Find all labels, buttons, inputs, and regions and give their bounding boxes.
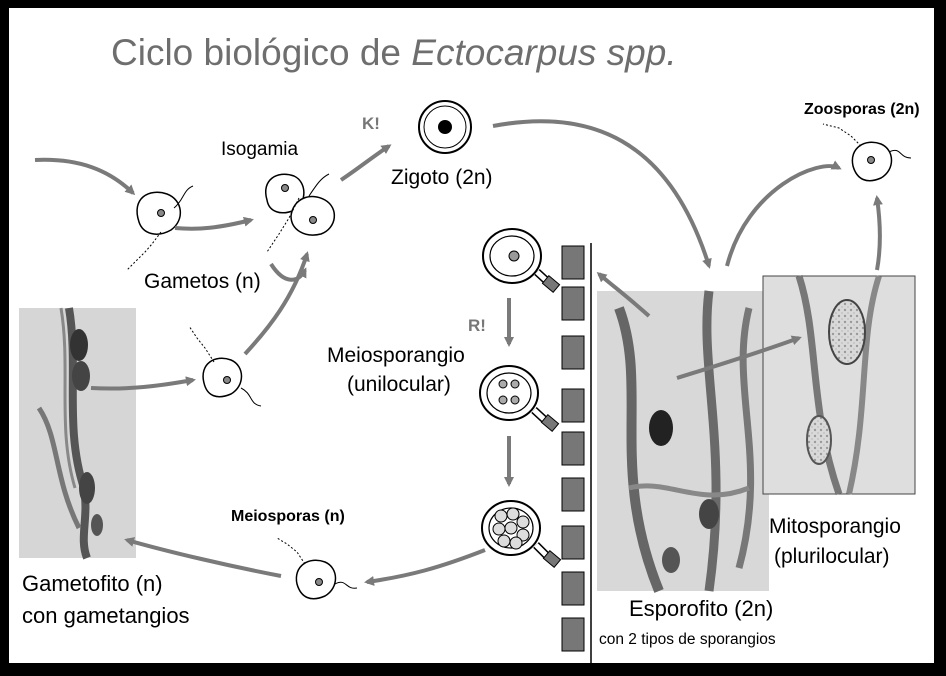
label-gametofito-line2: con gametangios xyxy=(22,605,190,627)
gamete-cell-lower xyxy=(189,326,261,406)
arrow-mitosporangium-to-zoospore xyxy=(877,198,880,270)
label-meiosporas: Meiosporas (n) xyxy=(231,509,345,525)
zygote-cell xyxy=(419,101,471,153)
label-r: R! xyxy=(468,317,486,334)
label-isogamia: Isogamia xyxy=(221,140,298,159)
arrow-gamete-to-isogamy xyxy=(175,220,251,229)
arrow-into-gamete xyxy=(35,160,133,193)
meiospore-cell xyxy=(277,538,357,599)
title-species: Ectocarpus spp. xyxy=(411,32,676,73)
label-esporofito-sub: con 2 tipos de sporangios xyxy=(599,632,776,648)
unilocular-sporangium-mature xyxy=(482,501,561,567)
label-mitosporangio-line1: Mitosporangio xyxy=(769,516,901,537)
arrow-sporangium-to-meiospore xyxy=(367,550,485,582)
arrow-sporophyte-to-zoospore xyxy=(727,166,839,266)
label-esporofito: Esporofito (2n) xyxy=(629,598,773,620)
diagram-title: Ciclo biológico de Ectocarpus spp. xyxy=(111,32,677,74)
unilocular-sporangium-dividing xyxy=(480,366,559,431)
mitosporangium-photo xyxy=(763,276,915,494)
label-meiosporangio-line2: (unilocular) xyxy=(347,374,451,395)
gametophyte-photo xyxy=(19,308,136,558)
sporophyte-photo xyxy=(597,291,769,591)
gamete-pair-fusing xyxy=(266,174,335,252)
zoospore-cell xyxy=(823,124,911,181)
label-gametofito-line1: Gametofito (n) xyxy=(22,573,163,595)
label-zoosporas: Zoosporas (2n) xyxy=(804,102,920,118)
arrow-isogamy-to-zygote xyxy=(341,146,389,180)
unilocular-sporangium-young xyxy=(483,229,560,292)
sporophyte-cell-column xyxy=(562,243,591,663)
label-gametos: Gametos (n) xyxy=(144,271,261,292)
label-meiosporangio-line1: Meiosporangio xyxy=(327,345,465,366)
label-k: K! xyxy=(362,115,380,132)
title-text: Ciclo biológico de xyxy=(111,32,411,73)
diagram-frame: Ciclo biológico de Ectocarpus spp. Isoga… xyxy=(9,8,934,663)
label-mitosporangio-line2: (plurilocular) xyxy=(774,546,890,567)
label-zigoto: Zigoto (2n) xyxy=(391,167,493,188)
